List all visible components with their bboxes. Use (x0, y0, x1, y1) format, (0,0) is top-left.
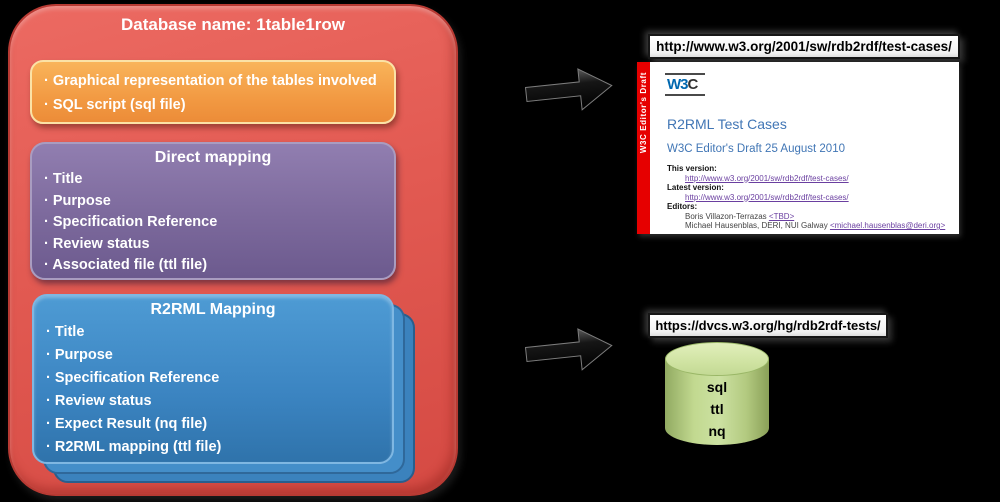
r2rml-mapping-item: Expect Result (nq file) (34, 413, 392, 436)
editors-label: Editors: (667, 202, 698, 211)
direct-mapping-item: Specification Reference (32, 212, 394, 234)
r2rml-mapping-box: R2RML Mapping Title Purpose Specificatio… (32, 294, 394, 464)
r2rml-mapping-item: Title (34, 321, 392, 344)
r2rml-mapping-item: Specification Reference (34, 367, 392, 390)
editor-link[interactable]: <michael.hausenblas@deri.org> (829, 221, 946, 230)
direct-mapping-title: Direct mapping (154, 149, 272, 166)
arrow-right-top-icon (524, 68, 613, 111)
r2rml-mapping-item: Review status (34, 390, 392, 413)
page-heading: R2RML Test Cases (667, 116, 787, 132)
cylinder-label: sql (706, 379, 728, 395)
webpage-screenshot: W3C Editor's Draft W3C R2RML Test Cases … (637, 62, 959, 234)
cylinder-label: nq (708, 423, 726, 439)
artifacts-item: SQL script (sql file) (32, 93, 394, 117)
cylinder-top (665, 342, 769, 376)
direct-mapping-item: Review status (32, 234, 394, 256)
r2rml-mapping-item: R2RML mapping (ttl file) (34, 436, 392, 459)
stripe-label: W3C Editor's Draft (639, 72, 648, 154)
editor-row: Michael Hausenblas, DERI, NUI Galway <mi… (685, 221, 946, 230)
editor-row: Boris Villazon-Terrazas <TBD> (685, 211, 795, 221)
database-box-title: Database name: 1table1row (121, 15, 345, 34)
artifacts-box: Graphical representation of the tables i… (30, 60, 396, 124)
r2rml-mapping-title: R2RML Mapping (150, 301, 276, 318)
artifacts-item: Graphical representation of the tables i… (32, 69, 394, 93)
page-metadata: This version: http://www.w3.org/2001/sw/… (667, 164, 952, 231)
r2rml-mapping-item: Purpose (34, 344, 392, 367)
database-cylinder: sql ttl nq (665, 342, 769, 462)
w3c-logo: W3C (665, 73, 705, 96)
r2rml-mapping-stack: R2RML Mapping Title Purpose Specificatio… (32, 294, 436, 490)
cylinder-label: ttl (710, 401, 724, 417)
this-version-label: This version: (667, 164, 717, 173)
direct-mapping-item: Associated file (ttl file) (32, 255, 394, 277)
repo-url-label: https://dvcs.w3.org/hg/rdb2rdf-tests/ (648, 313, 888, 338)
page-subheading: W3C Editor's Draft 25 August 2010 (667, 143, 845, 155)
this-version-link[interactable]: http://www.w3.org/2001/sw/rdb2rdf/test-c… (685, 173, 849, 183)
cylinder-labels: sql ttl nq (665, 376, 769, 442)
w3c-editors-draft-stripe: W3C Editor's Draft (637, 62, 650, 234)
latest-version-label: Latest version: (667, 183, 724, 192)
arrow-right-bottom-icon (524, 328, 613, 371)
latest-version-link[interactable]: http://www.w3.org/2001/sw/rdb2rdf/test-c… (685, 192, 849, 202)
direct-mapping-item: Title (32, 169, 394, 191)
database-box: Database name: 1table1row Graphical repr… (8, 4, 458, 496)
direct-mapping-item: Purpose (32, 191, 394, 213)
direct-mapping-box: Direct mapping Title Purpose Specificati… (30, 142, 396, 280)
editor-link[interactable]: <TBD> (768, 211, 795, 221)
test-cases-url-label: http://www.w3.org/2001/sw/rdb2rdf/test-c… (648, 34, 960, 59)
